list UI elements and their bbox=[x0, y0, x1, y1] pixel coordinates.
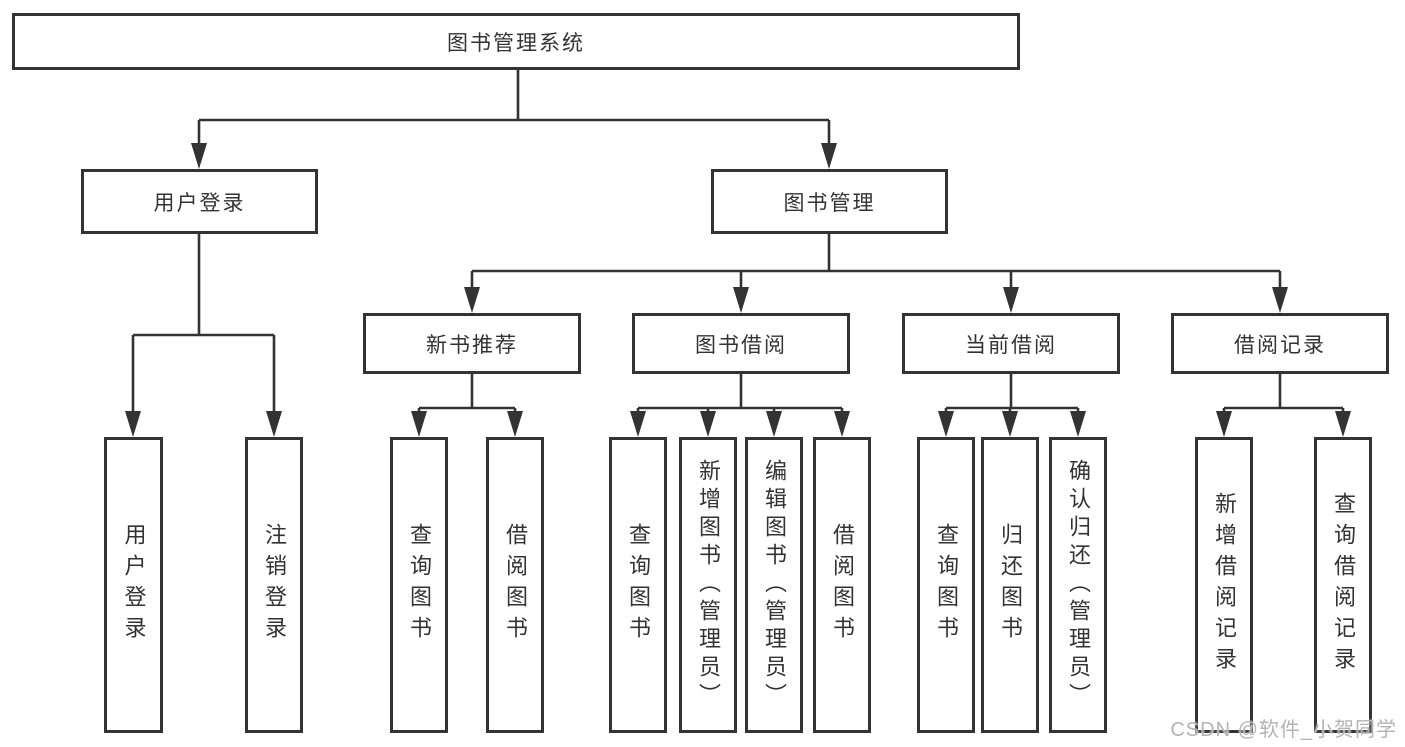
leaf-nb-borrow-books: 借阅图书 bbox=[486, 437, 544, 733]
leaf-bb-edit-books-admin-label: 编辑图书（管理员） bbox=[762, 459, 787, 711]
leaf-br-query-record-label: 查询借阅记录 bbox=[1331, 492, 1356, 678]
leaf-cb-confirm-return-admin-label: 确认归还（管理员） bbox=[1066, 459, 1091, 711]
node-borrow-records: 借阅记录 bbox=[1171, 313, 1389, 374]
leaf-bb-borrow-books-label: 借阅图书 bbox=[830, 523, 855, 647]
leaf-nb-query-books: 查询图书 bbox=[390, 437, 448, 733]
leaf-cb-query-books-label: 查询图书 bbox=[934, 523, 959, 647]
node-current-borrow-label: 当前借阅 bbox=[965, 333, 1057, 357]
leaf-cb-confirm-return-admin: 确认归还（管理员） bbox=[1049, 437, 1107, 733]
node-root-label: 图书管理系统 bbox=[447, 31, 585, 55]
node-new-book-recommend: 新书推荐 bbox=[363, 313, 581, 374]
node-book-management: 图书管理 bbox=[711, 169, 948, 234]
node-current-borrow: 当前借阅 bbox=[902, 313, 1120, 374]
node-new-book-recommend-label: 新书推荐 bbox=[426, 333, 518, 357]
leaf-user-login: 用户登录 bbox=[104, 437, 163, 733]
csdn-watermark: CSDN @软件_小贺同学 bbox=[1170, 719, 1397, 741]
leaf-br-query-record: 查询借阅记录 bbox=[1314, 437, 1372, 733]
node-borrow-records-label: 借阅记录 bbox=[1234, 333, 1326, 357]
leaf-cb-query-books: 查询图书 bbox=[917, 437, 975, 733]
leaf-user-login-label: 用户登录 bbox=[121, 523, 147, 647]
leaf-bb-query-books-label: 查询图书 bbox=[626, 523, 651, 647]
node-book-borrow: 图书借阅 bbox=[632, 313, 850, 374]
leaf-br-add-record: 新增借阅记录 bbox=[1195, 437, 1253, 733]
leaf-br-add-record-label: 新增借阅记录 bbox=[1212, 492, 1237, 678]
node-book-management-label: 图书管理 bbox=[783, 191, 876, 215]
node-root: 图书管理系统 bbox=[12, 13, 1020, 70]
leaf-logout-label: 注销登录 bbox=[262, 523, 287, 647]
leaf-bb-borrow-books: 借阅图书 bbox=[813, 437, 871, 733]
leaf-cb-return-books-label: 归还图书 bbox=[998, 523, 1023, 647]
node-user-login-label: 用户登录 bbox=[153, 191, 246, 215]
leaf-bb-add-books-admin: 新增图书（管理员） bbox=[679, 437, 737, 733]
leaf-bb-query-books: 查询图书 bbox=[609, 437, 667, 733]
leaf-logout: 注销登录 bbox=[245, 437, 303, 733]
leaf-bb-edit-books-admin: 编辑图书（管理员） bbox=[745, 437, 803, 733]
leaf-nb-borrow-books-label: 借阅图书 bbox=[503, 523, 528, 647]
node-book-borrow-label: 图书借阅 bbox=[695, 333, 787, 357]
node-user-login: 用户登录 bbox=[81, 169, 318, 234]
leaf-nb-query-books-label: 查询图书 bbox=[407, 523, 432, 647]
leaf-bb-add-books-admin-label: 新增图书（管理员） bbox=[696, 459, 721, 711]
leaf-cb-return-books: 归还图书 bbox=[981, 437, 1039, 733]
